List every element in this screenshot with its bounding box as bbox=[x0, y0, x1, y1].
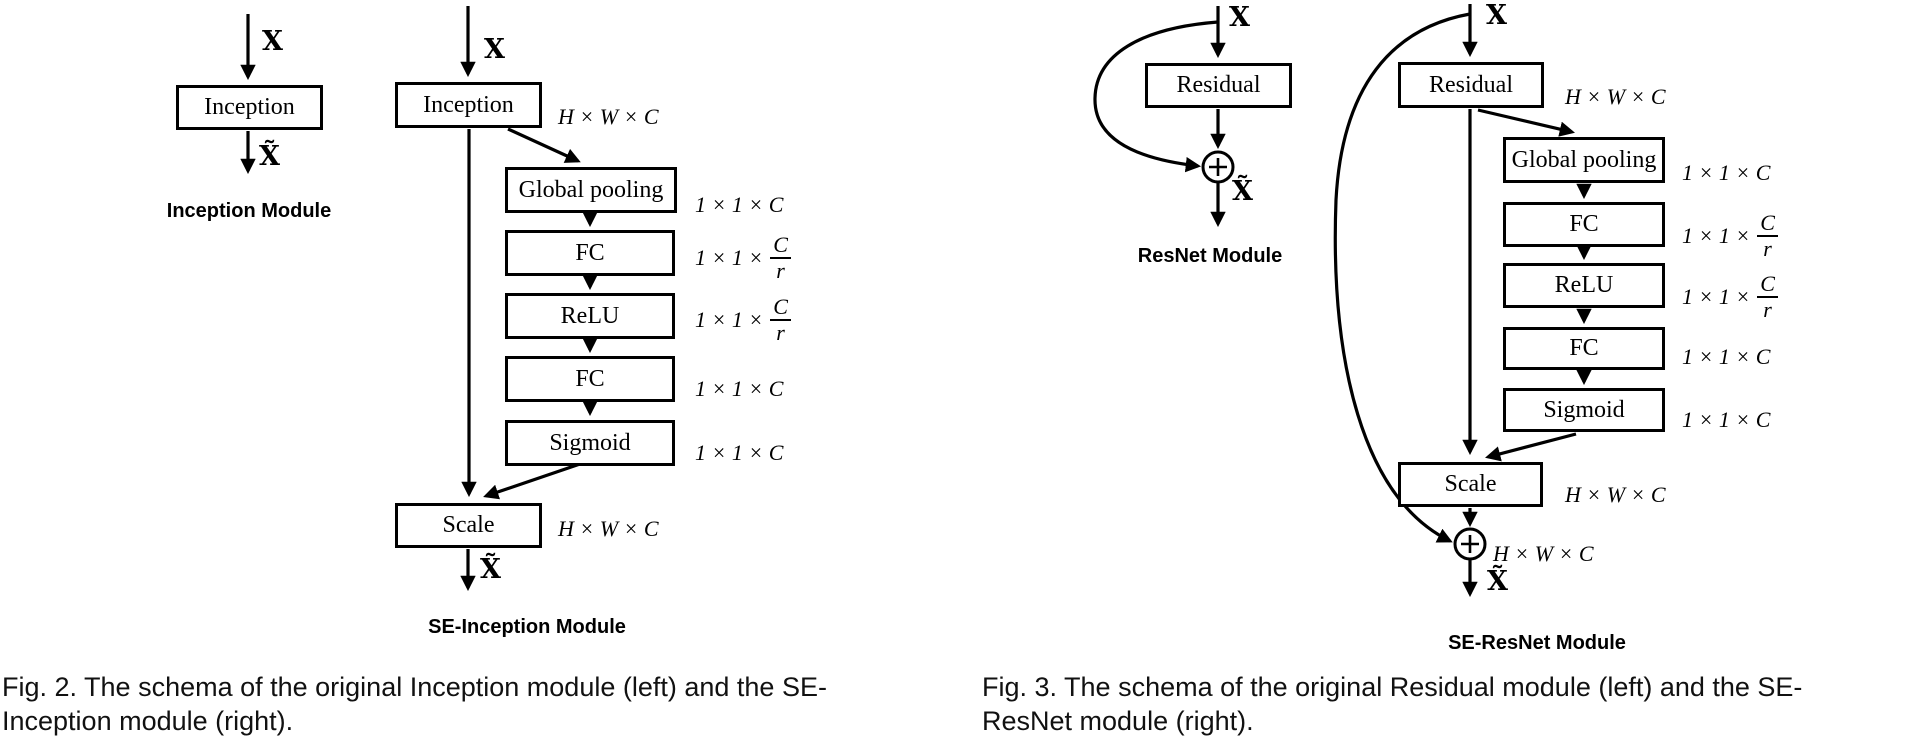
skip-connection-curve bbox=[1333, 12, 1471, 543]
fraction: C r bbox=[1757, 272, 1778, 322]
dim-prefix: 1 × 1 × bbox=[695, 307, 764, 332]
dim-prefix: 1 × 1 × bbox=[1682, 284, 1751, 309]
se-inception-module-wires bbox=[460, 6, 598, 592]
fraction: C r bbox=[770, 233, 791, 283]
dim-label: 1 × 1 × C bbox=[1682, 344, 1771, 369]
fraction-denominator: r bbox=[776, 258, 785, 283]
dim-label: 1 × 1 × C r bbox=[1682, 211, 1778, 261]
fraction-numerator: C bbox=[770, 233, 791, 259]
resnet-module-wires bbox=[1093, 6, 1235, 228]
fraction-numerator: C bbox=[770, 295, 791, 321]
squeeze-branch-arrow bbox=[507, 127, 581, 163]
sigmoid-to-scale-arrow bbox=[1485, 432, 1577, 462]
caption-line: Fig. 3. The schema of the original Resid… bbox=[982, 672, 1803, 702]
input-label: X bbox=[1486, 0, 1507, 31]
module-title: SE-ResNet Module bbox=[1448, 632, 1626, 654]
fraction-denominator: r bbox=[1763, 297, 1772, 322]
caption-line: Fig. 2. The schema of the original Incep… bbox=[2, 672, 827, 702]
dim-label: 1 × 1 × C bbox=[695, 192, 784, 217]
dim-label: 1 × 1 × C bbox=[695, 440, 784, 465]
sigmoid-box: Sigmoid bbox=[1503, 388, 1665, 432]
dim-label: H × W × C bbox=[1565, 482, 1666, 507]
fraction: C r bbox=[1757, 211, 1778, 261]
squeeze-branch-arrow bbox=[1477, 108, 1575, 137]
fig2-caption: Fig. 2. The schema of the original Incep… bbox=[2, 670, 827, 738]
fc-box: FC bbox=[505, 356, 675, 402]
fraction-numerator: C bbox=[1757, 272, 1778, 298]
module-title: ResNet Module bbox=[1137, 245, 1283, 267]
add-icon bbox=[1201, 150, 1235, 184]
output-label: X̃ bbox=[480, 554, 501, 585]
relu-box: ReLU bbox=[1503, 263, 1665, 308]
add-icon bbox=[1453, 527, 1487, 561]
dim-label: 1 × 1 × C bbox=[695, 376, 784, 401]
dim-label: 1 × 1 × C r bbox=[695, 233, 791, 283]
input-label: X bbox=[484, 34, 505, 65]
fraction-denominator: r bbox=[1763, 236, 1772, 261]
fig3-caption: Fig. 3. The schema of the original Resid… bbox=[982, 670, 1802, 738]
input-label: X bbox=[1229, 2, 1250, 33]
global-pooling-box: Global pooling bbox=[505, 167, 677, 213]
scale-box: Scale bbox=[1398, 462, 1543, 507]
output-label: X̃ bbox=[1487, 566, 1508, 597]
relu-box: ReLU bbox=[505, 293, 675, 339]
inception-box: Inception bbox=[395, 82, 542, 128]
sigmoid-to-scale-arrow bbox=[483, 462, 581, 500]
dim-label: H × W × C bbox=[558, 516, 659, 541]
fraction-numerator: C bbox=[1757, 211, 1778, 237]
sigmoid-box: Sigmoid bbox=[505, 420, 675, 466]
caption-line: ResNet module (right). bbox=[982, 706, 1254, 736]
global-pooling-box: Global pooling bbox=[1503, 137, 1665, 183]
fc-box: FC bbox=[1503, 202, 1665, 247]
dim-label: 1 × 1 × C r bbox=[695, 295, 791, 345]
input-label: X bbox=[262, 26, 283, 57]
dim-label: 1 × 1 × C bbox=[1682, 407, 1771, 432]
caption-line: Inception module (right). bbox=[2, 706, 294, 736]
dim-label: H × W × C bbox=[1565, 84, 1666, 109]
module-title: SE-Inception Module bbox=[428, 616, 626, 638]
dim-label: H × W × C bbox=[558, 104, 659, 129]
scale-box: Scale bbox=[395, 503, 542, 548]
se-resnet-module-wires bbox=[1333, 4, 1592, 598]
fraction-denominator: r bbox=[776, 320, 785, 345]
residual-box: Residual bbox=[1398, 62, 1544, 108]
dim-prefix: 1 × 1 × bbox=[695, 245, 764, 270]
skip-connection-curve bbox=[1093, 20, 1219, 173]
output-label: X̃ bbox=[1232, 176, 1253, 207]
fraction: C r bbox=[770, 295, 791, 345]
dim-label: H × W × C bbox=[1493, 541, 1594, 566]
inception-box: Inception bbox=[176, 85, 323, 130]
residual-box: Residual bbox=[1145, 63, 1292, 108]
module-title: Inception Module bbox=[166, 200, 332, 222]
dim-label: 1 × 1 × C r bbox=[1682, 272, 1778, 322]
fc-box: FC bbox=[505, 230, 675, 276]
fc-box: FC bbox=[1503, 327, 1665, 370]
dim-prefix: 1 × 1 × bbox=[1682, 223, 1751, 248]
output-label: X̃ bbox=[259, 141, 280, 172]
dim-label: 1 × 1 × C bbox=[1682, 160, 1771, 185]
